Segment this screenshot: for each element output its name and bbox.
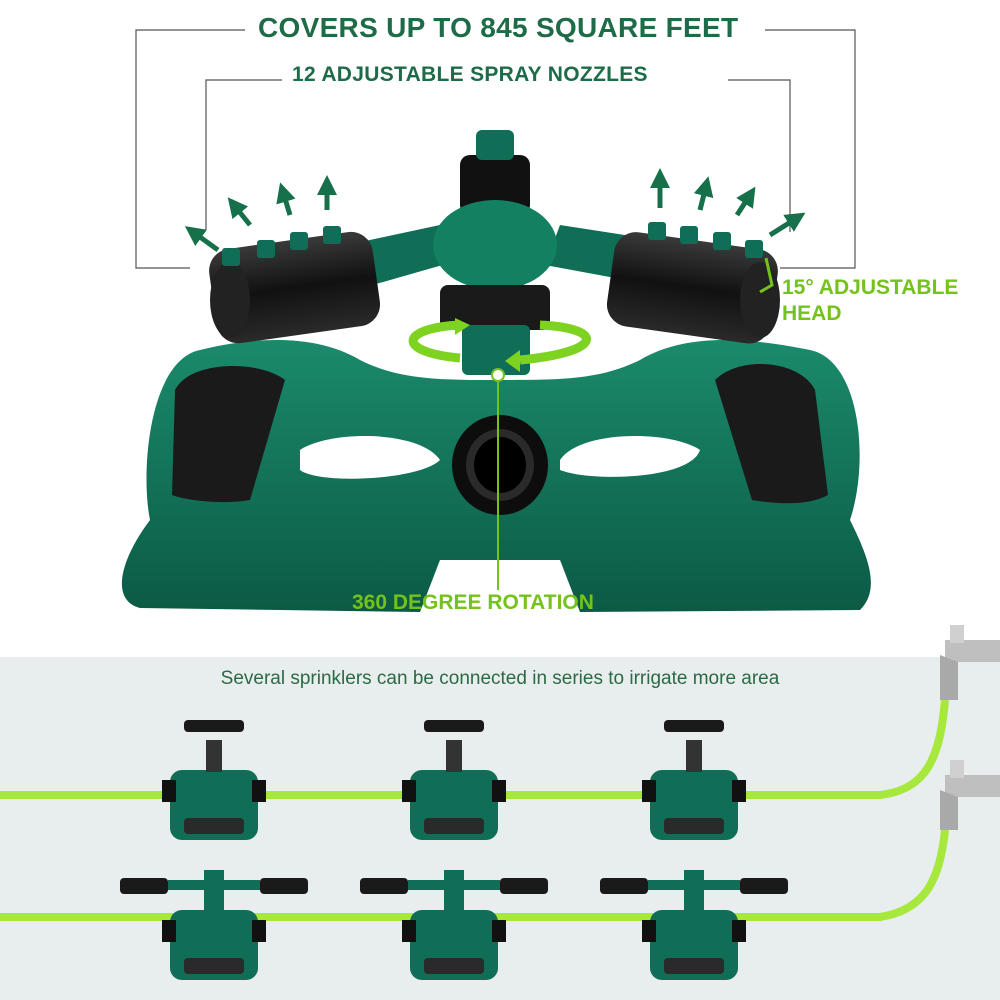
rotation-callout: 360 DEGREE ROTATION (352, 591, 594, 614)
callout-brackets (135, 29, 856, 269)
series-caption: Several sprinklers can be connected in s… (220, 668, 780, 689)
sprinkler-arms (209, 130, 780, 375)
nozzles-callout: 12 ADJUSTABLE SPRAY NOZZLES (292, 63, 648, 86)
head-angle-marker (759, 257, 774, 294)
small-sprinklers-row2 (120, 870, 788, 980)
head-callout-line1: 15° ADJUSTABLE (782, 276, 959, 299)
rotation-arrow-icon (408, 318, 591, 372)
rotation-pointer (491, 368, 505, 590)
faucet-icon (940, 625, 1000, 830)
small-sprinklers-row1 (162, 720, 746, 840)
hose-lines (0, 699, 949, 921)
series-panel (0, 657, 1000, 1000)
spray-arrow-icon (184, 168, 806, 253)
coverage-callout: COVERS UP TO 845 SQUARE FEET (258, 12, 739, 43)
head-callout-line2: HEAD (782, 302, 842, 325)
sprinkler-base (121, 340, 871, 612)
